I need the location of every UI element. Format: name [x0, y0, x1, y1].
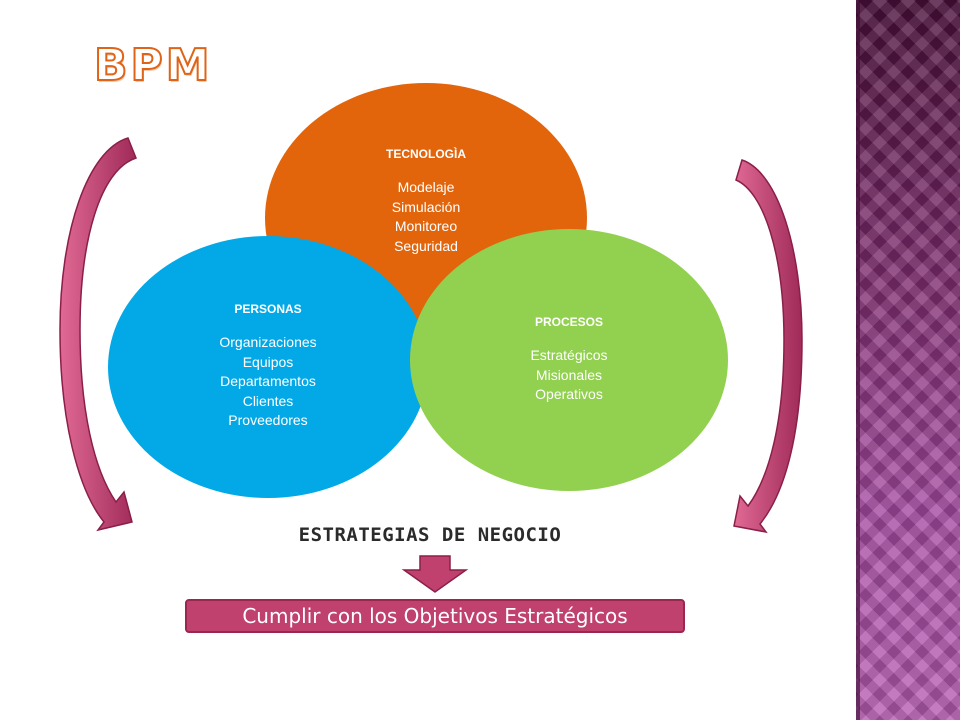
personas-heading: PERSONAS — [234, 302, 302, 316]
procesos-item: Misionales — [535, 366, 603, 383]
procesos-item: Operativos — [535, 386, 603, 402]
personas-item: Departamentos — [220, 373, 316, 389]
tecnologia-item: Simulación — [391, 198, 461, 215]
slide-title: BPM — [93, 39, 213, 92]
right-curved-arrow-icon — [733, 159, 803, 534]
tecnologia-item: Seguridad — [394, 237, 458, 254]
objectives-box: Cumplir con los Objetivos Estratégicos — [185, 599, 685, 633]
decorative-side-band — [856, 0, 960, 720]
left-curved-arrow-icon — [59, 137, 137, 532]
personas-ellipse: PERSONAS Organizaciones Equipos Departam… — [108, 236, 428, 498]
strategy-label: ESTRATEGIAS DE NEGOCIO — [298, 524, 562, 546]
personas-item: Organizaciones — [219, 334, 317, 350]
procesos-heading: PROCESOS — [534, 315, 603, 329]
procesos-item: Estratégicos — [530, 347, 608, 363]
tecnologia-heading: TECNOLOGÌA — [386, 147, 466, 161]
tecnologia-item: Monitoreo — [394, 218, 458, 234]
down-arrow-icon — [401, 555, 469, 593]
tecnologia-item: Modelaje — [397, 179, 455, 195]
personas-item: Clientes — [242, 392, 294, 409]
procesos-ellipse: PROCESOS Estratégicos Misionales Operati… — [410, 229, 728, 491]
personas-item: Proveedores — [228, 412, 308, 428]
personas-item: Equipos — [242, 353, 294, 370]
